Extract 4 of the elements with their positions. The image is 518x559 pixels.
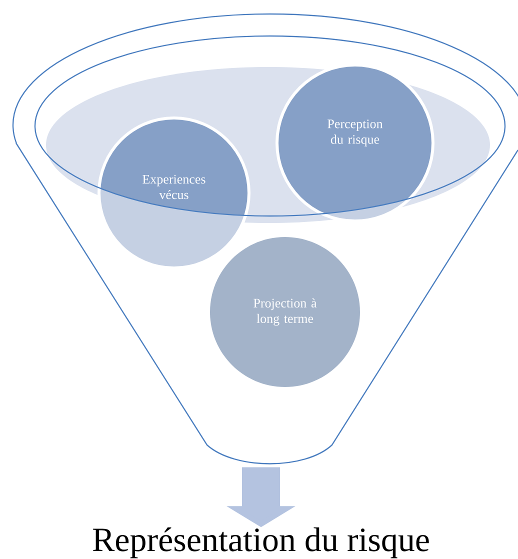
circle-node: Perception du risque bbox=[276, 64, 434, 222]
circle-node: Experiences vécus bbox=[98, 116, 250, 270]
circle-node: Projection à long terme bbox=[210, 237, 360, 387]
caption-text: Représentation du risque bbox=[92, 527, 429, 558]
